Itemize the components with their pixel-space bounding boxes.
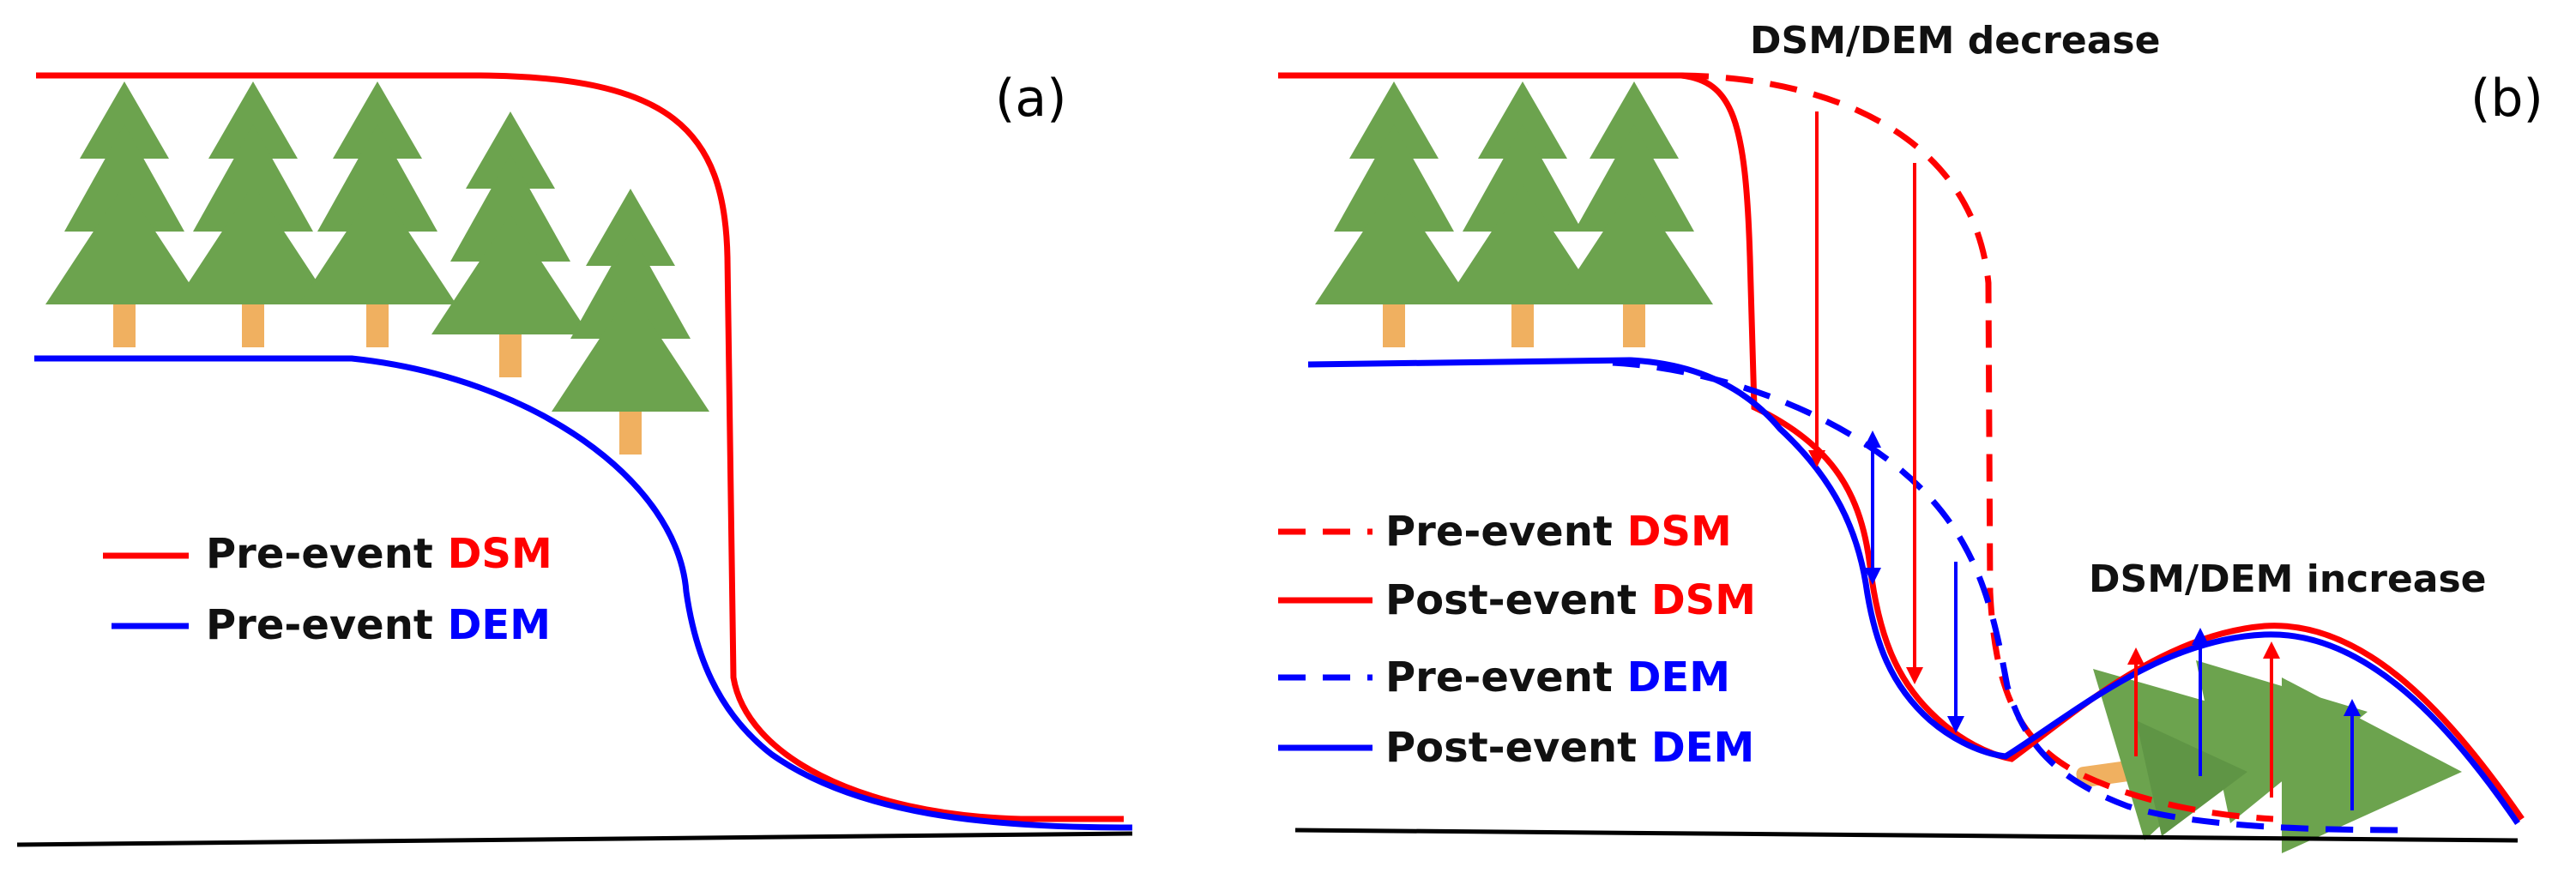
tree-icon — [45, 81, 203, 347]
legend-label-post-dem: Post-event DEM — [1385, 724, 1754, 772]
legend-label-pre-dem: Pre-event DEM — [206, 601, 551, 649]
tree-icon — [431, 111, 589, 377]
tree-icon — [1444, 81, 1602, 347]
legend-label-post-dsm: Post-event DSM — [1385, 576, 1756, 624]
tree-icon — [299, 81, 456, 347]
annotation-dsm-dem-decrease: DSM/DEM decrease — [1750, 19, 2160, 63]
panel-a-pre-event-dsm-line — [36, 72, 1124, 822]
increase-arrows — [2127, 628, 2361, 810]
tree-icon — [1555, 81, 1713, 347]
fallen-tree-icon — [2136, 720, 2247, 836]
panel-b-ground-line — [1294, 828, 2519, 843]
panel-b-trees — [1315, 81, 1713, 347]
panel-a: (a) Pre-event DSM Pre-event DEM — [16, 69, 1133, 847]
annotation-dsm-dem-increase: DSM/DEM increase — [2089, 557, 2487, 601]
panel-b-post-event-dem-line — [1307, 357, 2520, 825]
tree-icon — [1315, 81, 1473, 347]
panel-a-ground-line — [16, 831, 1133, 847]
legend-label-pre-dsm: Pre-event DSM — [1385, 508, 1732, 556]
fallen-tree-icon — [2282, 677, 2462, 853]
panel-b-pre-event-dsm-line — [1680, 72, 2274, 822]
panel-a-label: (a) — [995, 69, 1067, 129]
legend-label-pre-dem: Pre-event DEM — [1385, 653, 1730, 701]
panel-b-pre-event-dem-line — [1612, 359, 2411, 834]
panel-b-label: (b) — [2470, 69, 2543, 129]
panel-a-trees — [45, 81, 709, 455]
panel-b: (b) DSM/DEM decrease DSM/DEM increase — [1278, 19, 2543, 853]
tree-icon — [174, 81, 332, 347]
legend-label-pre-dsm: Pre-event DSM — [206, 530, 552, 578]
panel-a-pre-event-dem-line — [34, 355, 1133, 831]
decrease-arrows — [1808, 111, 1964, 733]
panel-b-legend: Pre-event DSM Post-event DSM Pre-event D… — [1278, 508, 1756, 772]
panel-b-post-event-dsm-line — [1278, 72, 2525, 821]
panel-a-legend: Pre-event DSM Pre-event DEM — [103, 530, 552, 649]
